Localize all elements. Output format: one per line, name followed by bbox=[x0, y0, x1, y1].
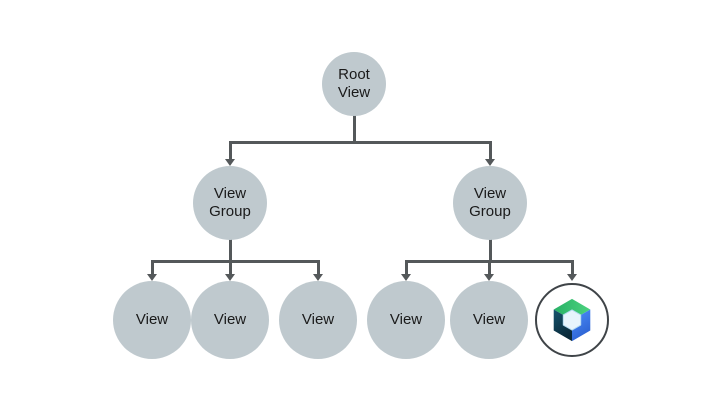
node-label: Root bbox=[338, 66, 370, 83]
connector-leaf4-stem bbox=[404, 259, 408, 275]
node-view-4: View bbox=[367, 281, 445, 359]
node-label: View bbox=[337, 84, 371, 101]
arrowhead-down-icon bbox=[225, 159, 235, 166]
connector-leaf3-stem bbox=[316, 259, 320, 275]
node-label: View bbox=[213, 311, 247, 328]
node-view-3: View bbox=[279, 281, 357, 359]
node-label: View bbox=[213, 185, 247, 202]
node-view-group-left: View Group bbox=[193, 166, 267, 240]
node-label: View bbox=[135, 311, 169, 328]
node-view-group-right: View Group bbox=[453, 166, 527, 240]
connector-right-group-stem bbox=[488, 239, 492, 263]
node-root-view: Root View bbox=[322, 52, 386, 116]
connector-compose-stem bbox=[570, 259, 574, 275]
connector-row2-left-horizontal bbox=[150, 259, 320, 263]
arrowhead-down-icon bbox=[313, 274, 323, 281]
jetpack-compose-icon bbox=[553, 298, 591, 342]
node-label: Group bbox=[209, 203, 251, 220]
connector-root-stem bbox=[352, 114, 356, 143]
connector-leaf1-stem bbox=[150, 259, 154, 275]
node-view-2: View bbox=[191, 281, 269, 359]
connector-row1-horizontal bbox=[228, 141, 492, 144]
arrowhead-down-icon bbox=[485, 159, 495, 166]
node-view-5: View bbox=[450, 281, 528, 359]
node-label: Group bbox=[469, 203, 511, 220]
arrowhead-down-icon bbox=[147, 274, 157, 281]
arrowhead-down-icon bbox=[567, 274, 577, 281]
connector-leaf2-stem bbox=[228, 259, 232, 275]
connector-row1-right-stem bbox=[488, 141, 492, 160]
node-label: View bbox=[472, 311, 506, 328]
node-label: View bbox=[389, 311, 423, 328]
arrowhead-down-icon bbox=[484, 274, 494, 281]
arrowhead-down-icon bbox=[225, 274, 235, 281]
arrowhead-down-icon bbox=[401, 274, 411, 281]
node-label: View bbox=[473, 185, 507, 202]
connector-leaf5-stem bbox=[487, 259, 491, 275]
node-label: View bbox=[301, 311, 335, 328]
connector-left-group-stem bbox=[228, 239, 232, 263]
node-view-1: View bbox=[113, 281, 191, 359]
node-compose bbox=[535, 283, 609, 357]
connector-row1-left-stem bbox=[228, 141, 232, 160]
